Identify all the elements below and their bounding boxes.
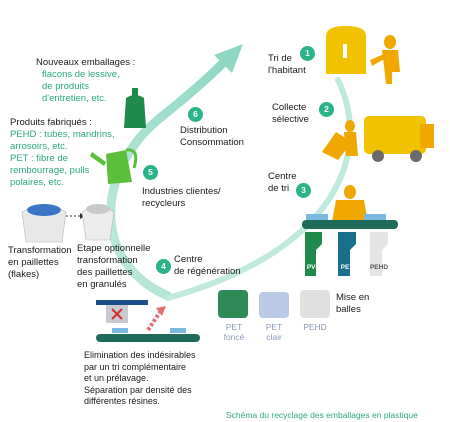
step-1-badge: 1: [300, 46, 315, 61]
detergent-bottle-icon: [124, 88, 146, 128]
new-packaging-title: Nouveaux emballages :: [36, 57, 136, 68]
step-6-badge: 6: [188, 107, 203, 122]
collection-truck-icon: [322, 116, 434, 162]
step-1-label: Tri de l'habitant: [268, 53, 306, 76]
bales-icon: [218, 290, 330, 318]
step-3-label: Centre de tri: [268, 171, 297, 194]
step-6-label: Distribution Consommation: [180, 125, 244, 148]
cycle-arrow: [106, 44, 353, 301]
new-packaging-detail: flacons de lessive, de produits d'entret…: [42, 69, 120, 104]
step-5-label: Industries clientes/ recycleurs: [142, 186, 221, 209]
new-packaging-block: Nouveaux emballages : flacons de lessive…: [36, 57, 135, 105]
step-2-badge: 2: [319, 102, 334, 117]
sorting-bin-icon: [326, 26, 400, 84]
step-4-label: Centre de régénération: [174, 254, 241, 277]
bale-label-pet-fonce: PET foncé: [223, 322, 245, 342]
products-detail: PEHD : tubes, mandrins, arrosoirs, etc. …: [10, 129, 115, 188]
flakes-label: Transformation en paillettes (flakes): [8, 245, 72, 280]
sorting-center-icon: [302, 185, 398, 229]
flakes-sack-icon: [21, 204, 67, 243]
products-title: Produits fabriqués :: [10, 117, 92, 128]
granules-sack-icon: [81, 204, 115, 241]
products-block: Produits fabriqués : PEHD : tubes, mandr…: [10, 117, 115, 189]
granules-label: Etape optionnelle transformation des pai…: [77, 243, 151, 290]
sort-bins: [305, 232, 388, 276]
diagram-caption: Schéma du recyclage des emballages en pl…: [226, 410, 418, 420]
regeneration-machine-icon: [96, 300, 200, 342]
watering-can-icon: [90, 148, 138, 184]
step-5-badge: 5: [143, 165, 158, 180]
bin-label-pehd: PEHD: [369, 264, 389, 271]
bale-label-pehd: PEHD: [303, 322, 327, 332]
elimination-label: Elimination des indésirables par un tri …: [84, 350, 196, 406]
bin-label-pet: PET: [340, 264, 354, 271]
step-4-badge: 4: [156, 259, 171, 274]
bin-label-pvc: PVC: [306, 264, 321, 271]
step-3-badge: 3: [296, 183, 311, 198]
step-2-label: Collecte sélective: [272, 102, 309, 125]
bales-title: Mise en balles: [336, 292, 370, 315]
bale-label-pet-clair: PET clair: [265, 322, 283, 342]
